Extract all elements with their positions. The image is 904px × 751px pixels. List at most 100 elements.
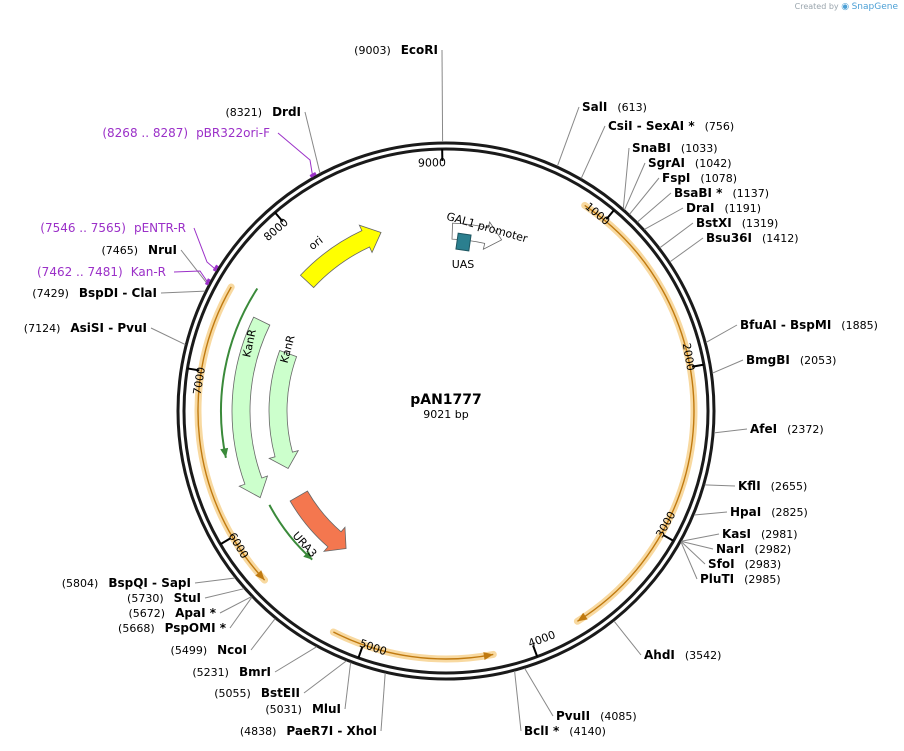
restriction-site[interactable]: BmgBI(2053) (712, 353, 836, 374)
restriction-site[interactable]: AhdI(3542) (613, 620, 721, 662)
uas-box (455, 232, 472, 252)
restriction-site[interactable]: (5672)ApaI * (129, 596, 252, 620)
site-name: BmgBI (746, 353, 790, 367)
restriction-site[interactable]: SnaBI(1033) (622, 141, 717, 209)
primer-name: pENTR-R (134, 221, 186, 235)
restriction-site[interactable]: (9003)EcoRI (354, 43, 444, 143)
restriction-site[interactable]: CsiI - SexAI *(756) (580, 119, 735, 179)
site-position: (8321) (225, 106, 262, 119)
restriction-site[interactable]: BstXI(1319) (659, 216, 779, 249)
site-name: NarI (716, 542, 745, 556)
primer-leader-line (277, 132, 314, 178)
site-position: (7429) (32, 287, 69, 300)
restriction-site[interactable]: KasI(2981) (681, 527, 798, 542)
restriction-site[interactable]: SalI(613) (556, 100, 647, 167)
restriction-site[interactable]: BsaBI *(1137) (637, 186, 769, 223)
kanr-arrow-1 (231, 316, 271, 499)
site-name: MluI (312, 702, 341, 716)
ruler-tick (662, 534, 675, 542)
site-name: PluTI (700, 572, 734, 586)
site-label: (5231) BmrI (192, 665, 271, 679)
orf-arc-1-arrowhead (577, 612, 588, 622)
ruler-label: 2000 (680, 342, 698, 372)
site-label: (5668)PspOMI * (118, 621, 227, 635)
site-name: SalI (582, 100, 607, 114)
restriction-site[interactable]: SgrAI(1042) (624, 156, 732, 211)
site-leader-line (704, 484, 736, 487)
restriction-site[interactable]: KflI(2655) (704, 479, 808, 493)
credit-prefix: Created by (794, 2, 839, 11)
primer-2[interactable]: (7462 .. 7481)Kan-R (37, 265, 211, 286)
site-label: FspI(1078) (662, 171, 737, 185)
restriction-site[interactable]: (5804)BspQI - SapI (62, 576, 236, 590)
site-label: NarI (2982) (716, 542, 791, 556)
restriction-site[interactable]: (5499)NcoI (171, 618, 276, 657)
primer-leader-line (173, 270, 210, 285)
primer-0[interactable]: (8268 .. 8287)pBR322ori-F (102, 126, 317, 178)
site-leader-line (613, 620, 642, 656)
site-leader-line (160, 290, 206, 294)
site-leader-line (659, 222, 694, 249)
restriction-site[interactable]: (5055) BstEII (214, 660, 347, 700)
restriction-site[interactable]: BclI *(4140) (514, 671, 606, 738)
credit-brand: SnapGene (851, 2, 898, 12)
site-leader-line (204, 588, 245, 599)
site-position: (4838) (240, 725, 277, 738)
restriction-site[interactable]: (8321)DrdI (225, 105, 321, 174)
restriction-site[interactable]: HpaI(2825) (694, 505, 808, 519)
site-leader-line (303, 660, 347, 694)
backbone-outer-circle (176, 141, 716, 681)
restriction-site[interactable]: BfuAI - BspMI(1885) (705, 318, 878, 343)
site-position: (2372) (787, 423, 824, 436)
restriction-site[interactable]: Bsu36I(1412) (669, 231, 799, 263)
restriction-site[interactable]: (5668)PspOMI * (118, 596, 253, 635)
site-name: KflI (738, 479, 761, 493)
orf-arc-3-outer (197, 286, 266, 581)
site-label: (4838)PaeR7I - XhoI (240, 724, 377, 738)
site-label: (7429)BspDI - ClaI (32, 286, 157, 300)
site-label: KflI(2655) (738, 479, 807, 493)
site-leader-line (229, 596, 253, 629)
site-position: (2982) (755, 543, 792, 556)
backbone (176, 141, 716, 681)
site-label: SgrAI(1042) (648, 156, 731, 170)
restriction-site[interactable]: (7429)BspDI - ClaI (32, 286, 206, 300)
ruler-tick (219, 537, 232, 546)
restriction-site[interactable]: (7124)AsiSI - PvuI (24, 321, 186, 346)
site-position: (1078) (700, 172, 737, 185)
restriction-site[interactable]: SfoI(2983) (680, 541, 781, 571)
site-name: BmrI (239, 665, 271, 679)
restriction-site[interactable]: (5231) BmrI (192, 646, 317, 679)
restriction-site[interactable]: FspI(1078) (629, 171, 737, 215)
site-name: AfeI (750, 422, 777, 436)
restriction-site[interactable]: PluTI(2985) (680, 541, 781, 586)
site-leader-line (629, 177, 660, 215)
site-name: BstEII (261, 686, 300, 700)
restriction-site[interactable]: AfeI (2372) (714, 422, 824, 436)
site-position: (5231) (192, 666, 229, 679)
restriction-site[interactable]: NarI (2982) (681, 540, 791, 556)
site-name: HpaI (730, 505, 761, 519)
restriction-site[interactable]: PvuII(4085) (524, 668, 637, 723)
site-label: SalI(613) (582, 100, 647, 114)
site-position: (5055) (214, 687, 251, 700)
feature-layer (194, 201, 698, 663)
restriction-site[interactable]: (5031)MluI (265, 662, 352, 717)
restriction-site[interactable]: DraI(1191) (644, 201, 761, 230)
site-label: BfuAI - BspMI(1885) (740, 318, 878, 332)
site-position: (756) (705, 120, 735, 133)
orf-arc-2-arrowhead (483, 652, 494, 661)
restriction-site[interactable]: (7465)NruI (101, 243, 209, 286)
site-position: (5804) (62, 577, 99, 590)
site-name: NcoI (217, 643, 247, 657)
site-leader-line (441, 49, 444, 143)
primer-1[interactable]: (7546 .. 7565)pENTR-R (40, 221, 219, 272)
site-name: PvuII (556, 709, 590, 723)
site-label: PluTI(2985) (700, 572, 781, 586)
site-leader-line (304, 111, 321, 174)
restriction-site[interactable]: (4838)PaeR7I - XhoI (240, 672, 386, 738)
site-position: (1033) (681, 142, 718, 155)
restriction-site[interactable]: (5730)StuI (127, 588, 245, 605)
site-label: SnaBI(1033) (632, 141, 717, 155)
